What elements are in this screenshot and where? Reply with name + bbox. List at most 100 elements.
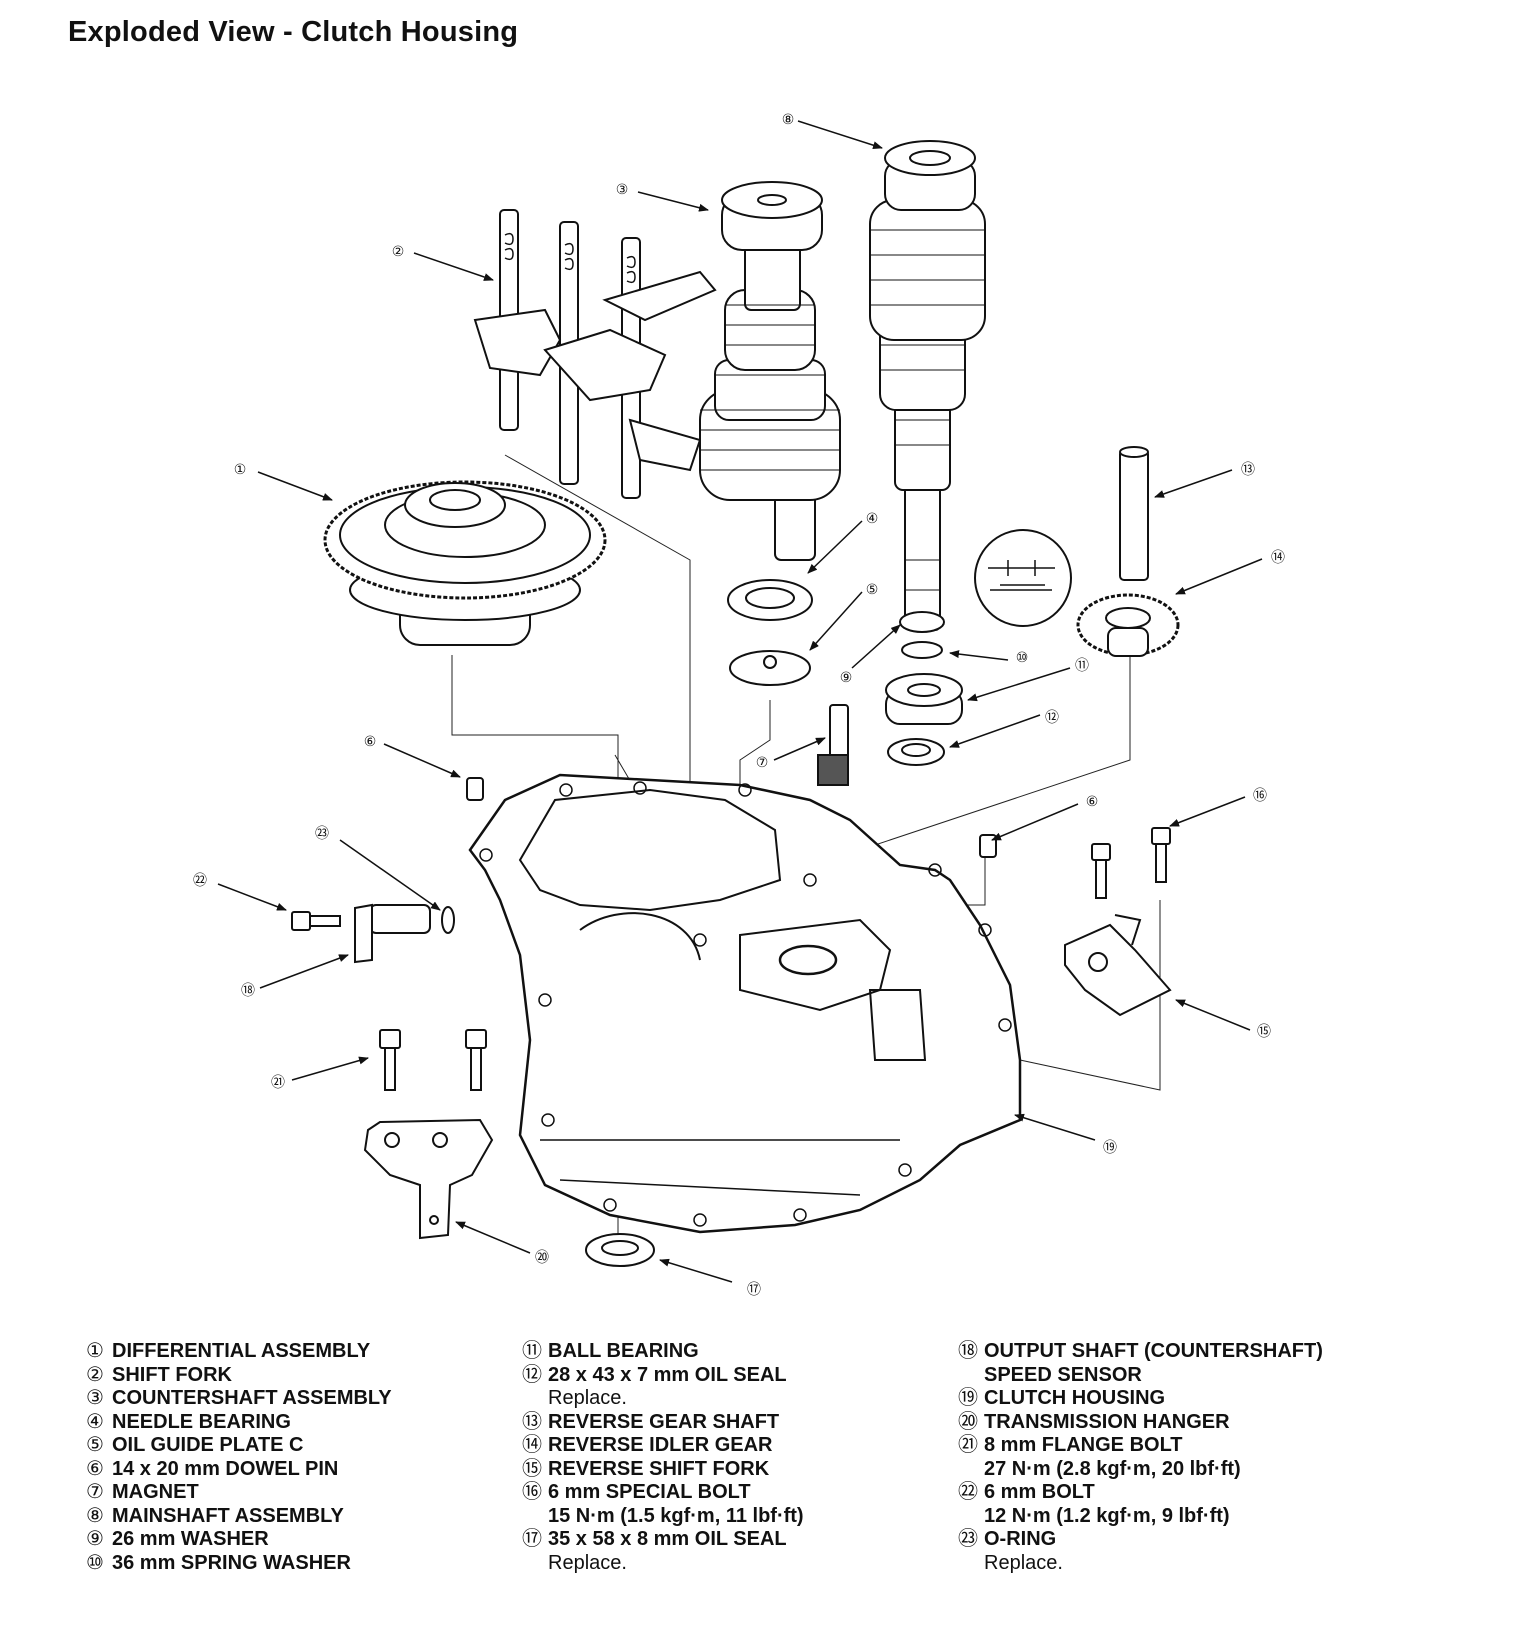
legend-label: 8 mm FLANGE BOLT — [984, 1434, 1183, 1456]
legend-label-line2: SPEED SENSOR — [984, 1363, 1142, 1386]
legend-number: ② — [86, 1363, 104, 1386]
legend-number: ⑱ — [958, 1340, 978, 1362]
callout-5: ⑤ — [866, 582, 879, 598]
legend-number: ③ — [86, 1387, 104, 1409]
legend-number: ⑥ — [86, 1457, 104, 1480]
clutch-housing — [468, 773, 1022, 1234]
legend-item: ① DIFFERENTIAL ASSEMBLY — [86, 1340, 392, 1364]
legend-label: 26 mm WASHER — [112, 1528, 269, 1550]
legend-note: Replace. — [984, 1551, 1063, 1574]
reverse-shift-fork — [1064, 914, 1172, 1017]
callout-9: ⑨ — [840, 670, 853, 686]
callout-19: ⑲ — [1103, 1140, 1117, 1156]
reverse-idler-gear — [1076, 593, 1180, 657]
callout-11: ⑪ — [1075, 658, 1089, 674]
legend-number: ⑦ — [86, 1481, 104, 1503]
legend-number: ⑰ — [522, 1528, 542, 1550]
legend-label: OUTPUT SHAFT (COUNTERSHAFT) — [984, 1340, 1323, 1362]
reverse-gear-shaft — [1119, 446, 1149, 581]
legend-number: ④ — [86, 1410, 104, 1433]
legend-number: ㉒ — [958, 1481, 978, 1503]
legend-label: MAGNET — [112, 1481, 199, 1503]
legend-number: ㉑ — [958, 1434, 978, 1456]
legend-number: ⑩ — [86, 1551, 104, 1574]
transmission-hanger — [363, 1118, 494, 1240]
callout-21: ㉑ — [271, 1075, 285, 1091]
o-ring — [441, 906, 455, 934]
legend-column-3: ⑱ OUTPUT SHAFT (COUNTERSHAFT)SPEED SENSOR… — [958, 1340, 1323, 1575]
legend-label: 28 x 43 x 7 mm OIL SEAL — [548, 1363, 787, 1386]
oil-seal-17 — [585, 1233, 655, 1267]
dowel-pins — [466, 777, 997, 858]
legend-number: ⑪ — [522, 1340, 542, 1362]
oil-seal-12 — [887, 738, 945, 766]
callout-2: ② — [392, 244, 405, 260]
legend-number: ① — [86, 1340, 104, 1362]
differential-assembly — [323, 480, 607, 646]
legend-item: ⑪ BALL BEARING — [522, 1340, 804, 1364]
legend-number: ⑤ — [86, 1434, 104, 1456]
legend-item: ④ NEEDLE BEARING — [86, 1411, 392, 1435]
legend-label: BALL BEARING — [548, 1340, 699, 1362]
oil-guide-plate — [729, 650, 811, 686]
legend-label: 6 mm BOLT — [984, 1481, 1095, 1503]
legend-item: ⑲ CLUTCH HOUSING — [958, 1387, 1323, 1411]
page-title: Exploded View - Clutch Housing — [68, 16, 519, 48]
legend-item: ③ COUNTERSHAFT ASSEMBLY — [86, 1387, 392, 1411]
callout-4: ④ — [866, 511, 879, 527]
needle-bearing — [727, 579, 813, 621]
legend-torque: 12 N·m (1.2 kgf·m, 9 lbf·ft) — [984, 1504, 1230, 1527]
callout-23: ㉓ — [315, 826, 329, 842]
ball-bearing — [885, 673, 963, 725]
legend-note: Replace. — [548, 1551, 627, 1574]
legend-label: TRANSMISSION HANGER — [984, 1410, 1230, 1433]
countershaft-assembly — [699, 181, 841, 561]
legend-label: 35 x 58 x 8 mm OIL SEAL — [548, 1528, 787, 1550]
legend-label: SHIFT FORK — [112, 1363, 232, 1386]
legend-item: ⑳ TRANSMISSION HANGER — [958, 1411, 1323, 1435]
legend-number: ⑲ — [958, 1387, 978, 1409]
callout-18: ⑱ — [241, 983, 255, 999]
legend-number: ⑫ — [522, 1363, 542, 1386]
callout-12: ⑫ — [1045, 710, 1059, 726]
legend-number: ⑳ — [958, 1410, 978, 1433]
legend-item: ⑱ OUTPUT SHAFT (COUNTERSHAFT)SPEED SENSOR — [958, 1340, 1323, 1387]
special-bolts — [1091, 827, 1171, 899]
legend-label: 6 mm SPECIAL BOLT — [548, 1481, 751, 1503]
legend-number: ㉓ — [958, 1528, 978, 1550]
callout-17: ⑰ — [747, 1282, 761, 1298]
bolt-22 — [291, 911, 341, 931]
legend-note: Replace. — [548, 1387, 627, 1409]
callout-6a: ⑥ — [364, 734, 377, 750]
washer-detail-inset — [974, 529, 1072, 627]
legend-label: DIFFERENTIAL ASSEMBLY — [112, 1340, 371, 1362]
legend-label: COUNTERSHAFT ASSEMBLY — [112, 1387, 392, 1409]
exploded-view-diagram: ① ② ③ ④ ⑤ ⑥ ⑥ ⑦ ⑧ ⑨ ⑩ ⑪ ⑫ ⑬ ⑭ ⑮ ⑯ ⑰ ⑱ ⑲ … — [193, 112, 1285, 1298]
legend-label: CLUTCH HOUSING — [984, 1387, 1166, 1409]
legend-label: 14 x 20 mm DOWEL PIN — [112, 1457, 339, 1480]
legend-number: ⑯ — [522, 1481, 542, 1503]
legend-column-1: ① DIFFERENTIAL ASSEMBLY ② SHIFT FORK ③ COUN… — [86, 1340, 392, 1575]
callout-14: ⑭ — [1271, 550, 1285, 566]
callout-13: ⑬ — [1241, 462, 1255, 478]
callout-15: ⑮ — [1257, 1024, 1271, 1040]
legend-number: ⑮ — [522, 1457, 542, 1480]
mainshaft-assembly — [869, 140, 986, 631]
legend-label: MAINSHAFT ASSEMBLY — [112, 1504, 344, 1527]
callout-16: ⑯ — [1253, 788, 1267, 804]
shift-fork-assembly — [473, 209, 717, 499]
legend-label: NEEDLE BEARING — [112, 1410, 291, 1433]
callout-22: ㉒ — [193, 873, 207, 889]
